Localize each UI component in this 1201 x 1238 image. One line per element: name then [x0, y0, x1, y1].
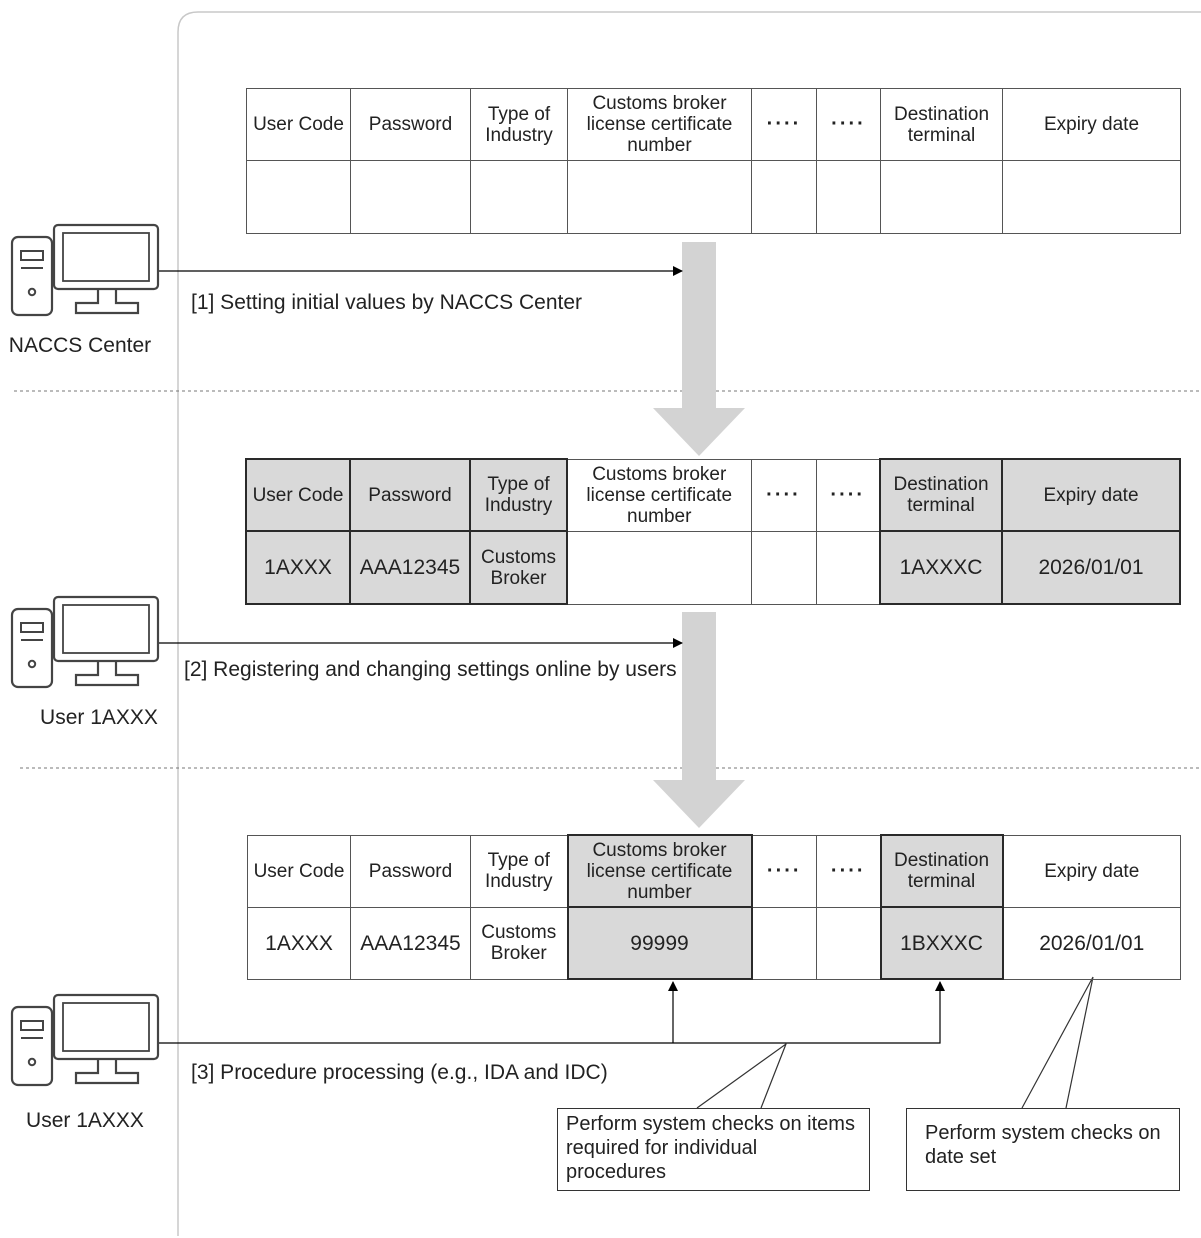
- cell-type-of-industry: Customs Broker: [470, 906, 568, 980]
- note-date-check: Perform system checks on date set: [906, 1108, 1180, 1191]
- col-ellipsis: ····: [816, 834, 881, 908]
- col-user-code: User Code: [246, 88, 351, 161]
- col-destination-terminal: Destination terminal: [880, 88, 1003, 161]
- computer-icon: [10, 223, 160, 317]
- cell-empty: [815, 530, 881, 605]
- col-broker-license: Customs broker license certificate numbe…: [566, 458, 752, 532]
- col-expiry-date: Expiry date: [1002, 834, 1181, 908]
- step1-label: [1] Setting initial values by NACCS Cent…: [191, 291, 583, 314]
- col-ellipsis: ····: [815, 458, 881, 532]
- table-row: 1AXXX AAA12345 Customs Broker 1AXXXC 202…: [245, 530, 1181, 605]
- actor-naccs-center: NACCS Center: [8, 334, 152, 357]
- cell-broker-license: 99999: [566, 906, 753, 980]
- col-user-code: User Code: [245, 458, 351, 532]
- cell-empty: [246, 160, 351, 234]
- cell-empty: [751, 160, 817, 234]
- cell-empty: [750, 530, 817, 605]
- cell-destination-terminal: 1AXXXC: [879, 530, 1003, 605]
- cell-empty: [816, 906, 881, 980]
- col-user-code: User Code: [247, 834, 351, 908]
- note-items-tail: [696, 1042, 788, 1109]
- settings-table-registered: User Code Password Type of Industry Cust…: [245, 458, 1181, 605]
- col-password: Password: [350, 834, 471, 908]
- col-ellipsis: ····: [816, 88, 881, 161]
- col-broker-license: Customs broker license certificate numbe…: [566, 834, 753, 908]
- note-items-check: Perform system checks on items required …: [557, 1108, 870, 1191]
- col-type-of-industry: Type of Industry: [470, 88, 568, 161]
- col-type-of-industry: Type of Industry: [469, 458, 568, 532]
- header-row: User Code Password Type of Industry Cust…: [247, 834, 1181, 908]
- note-date-tail: [1021, 976, 1094, 1109]
- col-ellipsis: ····: [751, 834, 817, 908]
- cell-empty: [350, 160, 471, 234]
- cell-password: AAA12345: [350, 906, 471, 980]
- cell-expiry-date: 2026/01/01: [1001, 530, 1181, 605]
- step3-label: [3] Procedure processing (e.g., IDA and …: [191, 1061, 608, 1084]
- cell-empty: [470, 160, 568, 234]
- cell-user-code: 1AXXX: [245, 530, 351, 605]
- settings-table-initial: User Code Password Type of Industry Cust…: [246, 88, 1181, 234]
- header-row: User Code Password Type of Industry Cust…: [246, 88, 1181, 161]
- cell-destination-terminal: 1BXXXC: [879, 906, 1004, 980]
- actor-user-2: User 1AXXX: [26, 1109, 144, 1132]
- col-destination-terminal: Destination terminal: [879, 834, 1004, 908]
- panel-border: [177, 11, 1201, 1236]
- header-row: User Code Password Type of Industry Cust…: [245, 458, 1181, 532]
- table-row: [246, 160, 1181, 234]
- flow-arrow-1: [653, 242, 745, 456]
- cell-expiry-date: 2026/01/01: [1002, 906, 1181, 980]
- flow-arrow-2: [653, 612, 745, 828]
- computer-icon: [10, 993, 160, 1087]
- col-password: Password: [349, 458, 471, 532]
- col-destination-terminal: Destination terminal: [879, 458, 1003, 532]
- actor-user-1: User 1AXXX: [40, 706, 158, 729]
- cell-type-of-industry: Customs Broker: [469, 530, 568, 605]
- cell-user-code: 1AXXX: [247, 906, 351, 980]
- col-ellipsis: ····: [750, 458, 817, 532]
- computer-icon: [10, 595, 160, 689]
- cell-empty: [567, 160, 752, 234]
- col-password: Password: [350, 88, 471, 161]
- cell-empty: [816, 160, 881, 234]
- col-expiry-date: Expiry date: [1002, 88, 1181, 161]
- cell-broker-license: [566, 530, 752, 605]
- cell-empty: [1002, 160, 1181, 234]
- table-row: 1AXXX AAA12345 Customs Broker 99999 1BXX…: [247, 906, 1181, 980]
- cell-password: AAA12345: [349, 530, 471, 605]
- col-ellipsis: ····: [751, 88, 817, 161]
- cell-empty: [880, 160, 1003, 234]
- settings-table-procedure: User Code Password Type of Industry Cust…: [247, 834, 1181, 980]
- step3-connector-destination: [158, 981, 945, 1044]
- cell-empty: [751, 906, 817, 980]
- col-type-of-industry: Type of Industry: [470, 834, 568, 908]
- col-broker-license: Customs broker license certificate numbe…: [567, 88, 752, 161]
- step2-label: [2] Registering and changing settings on…: [184, 658, 677, 681]
- col-expiry-date: Expiry date: [1001, 458, 1181, 532]
